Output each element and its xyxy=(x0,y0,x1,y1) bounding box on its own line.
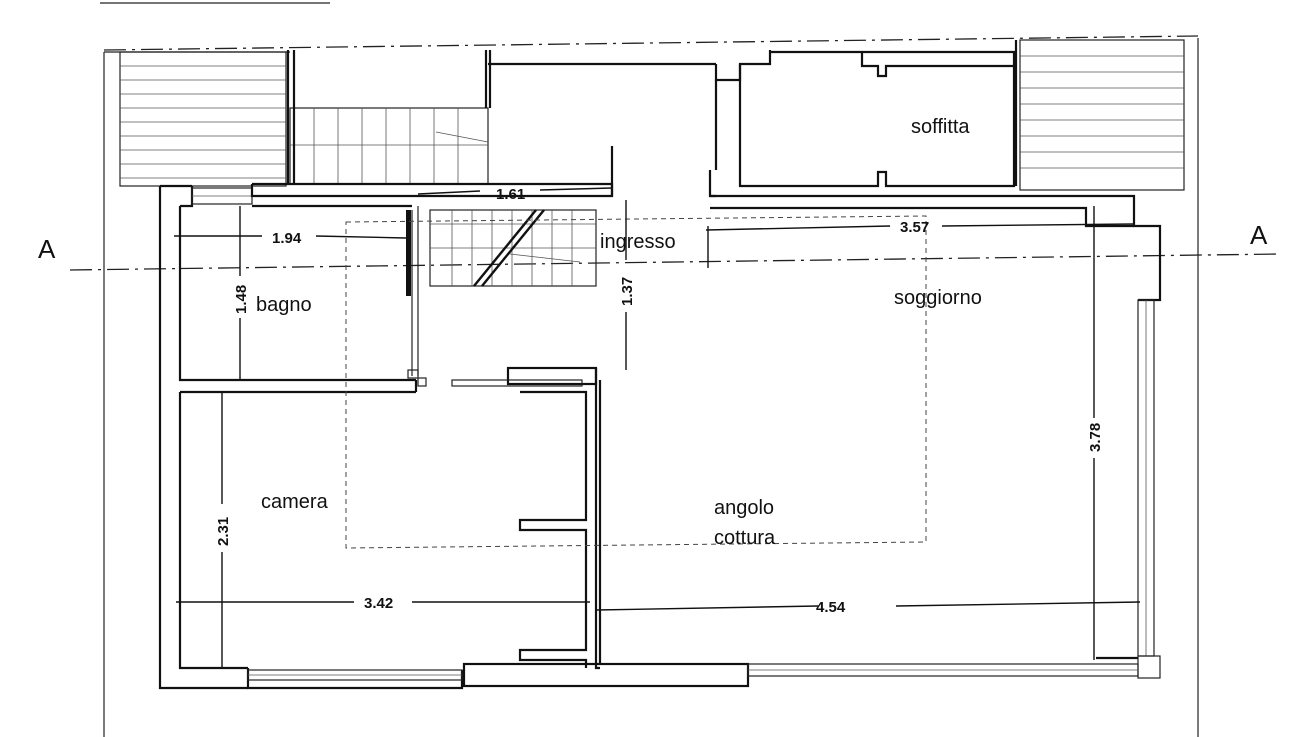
section-mark-left: A xyxy=(38,234,56,264)
label-ingresso: ingresso xyxy=(600,231,676,253)
upper-stair-grid xyxy=(289,107,489,185)
label-soffitta: soffitta xyxy=(911,116,970,138)
roof-hatch-left xyxy=(119,51,287,187)
label-soggiorno: soggiorno xyxy=(894,287,982,309)
section-mark-right: A xyxy=(1250,220,1268,250)
outer-walls xyxy=(158,182,1162,690)
label-camera: camera xyxy=(261,491,329,513)
dim-3-78: 3.78 xyxy=(1087,423,1104,452)
dim-3-42: 3.42 xyxy=(364,595,393,612)
upper-walls xyxy=(286,50,772,198)
soffitta-room xyxy=(738,40,1018,188)
dim-1-94: 1.94 xyxy=(272,230,302,247)
axis-line-top xyxy=(103,35,1199,51)
dim-1-48: 1.48 xyxy=(233,285,250,314)
label-bagno: bagno xyxy=(256,294,312,316)
ingresso-stair xyxy=(429,209,597,287)
label-cottura: cottura xyxy=(714,527,776,549)
dim-2-31: 2.31 xyxy=(215,517,232,546)
dimension-lines xyxy=(174,187,1141,668)
label-angolo: angolo xyxy=(714,497,774,519)
dim-1-37: 1.37 xyxy=(619,277,636,306)
dim-3-57: 3.57 xyxy=(900,219,929,236)
bagno-door xyxy=(406,206,419,379)
camera-walls xyxy=(178,366,602,670)
section-line-a-a xyxy=(69,253,1281,271)
dashed-outline xyxy=(345,215,927,549)
roof-hatch-right xyxy=(1019,39,1185,191)
dim-4-54: 4.54 xyxy=(816,599,846,616)
dim-1-61: 1.61 xyxy=(496,186,525,203)
